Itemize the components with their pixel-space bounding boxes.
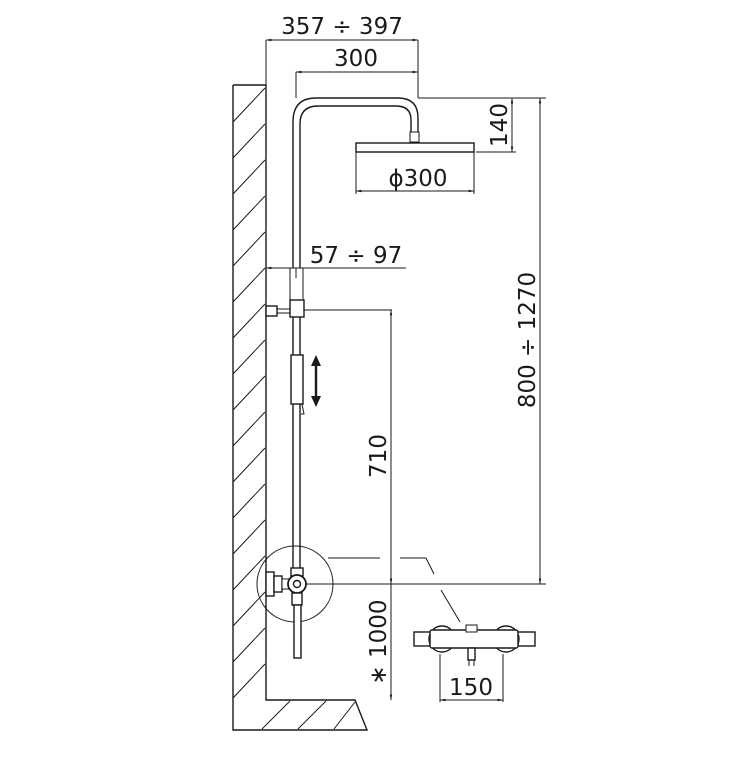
- dim-head-height: 140: [487, 103, 513, 147]
- dim-arm-length: 300: [334, 46, 378, 72]
- dimension-lines: [265, 38, 546, 702]
- wall-section: [232, 84, 369, 731]
- dim-wall-offset: 57 ÷ 97: [310, 243, 402, 269]
- shower-head: [355, 142, 475, 153]
- riser-pipe-lower: [292, 317, 301, 568]
- riser-pipe: [292, 97, 420, 268]
- dim-total-projection: 357 ÷ 397: [281, 14, 403, 40]
- hand-shower-slider: [290, 354, 305, 415]
- dim-slider-travel: 710: [366, 434, 392, 478]
- dim-column-height: 800 ÷ 1270: [515, 272, 541, 408]
- dim-mixer-height: ∗ 1000: [366, 599, 392, 684]
- thermostatic-mixer-side: [265, 567, 307, 659]
- detail-leader: [328, 557, 461, 623]
- adjustment-arrow-icon: [311, 355, 321, 407]
- dim-mixer-centres: 150: [449, 675, 493, 701]
- dim-head-diameter: ϕ300: [388, 166, 447, 192]
- wall-bracket: [265, 267, 305, 318]
- thermostatic-mixer-front: [413, 624, 536, 666]
